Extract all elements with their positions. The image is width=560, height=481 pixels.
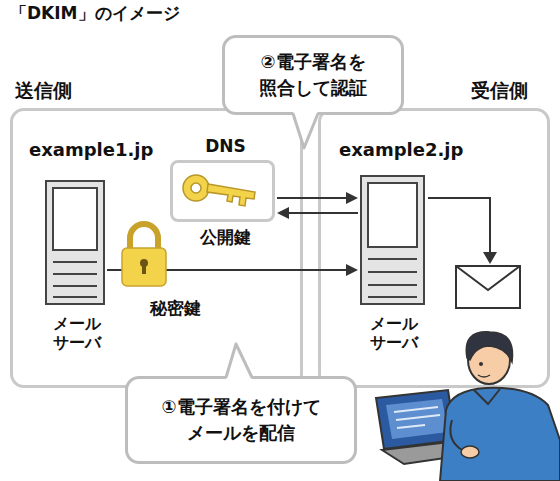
laptop-display bbox=[386, 399, 448, 439]
node-heading: 送信側 bbox=[15, 79, 72, 103]
delivery-line bbox=[428, 198, 490, 254]
user-body bbox=[440, 388, 560, 481]
diagram-title: 「DKIM」のイメージ bbox=[10, 2, 180, 25]
user-collar bbox=[474, 389, 500, 404]
user-hair bbox=[466, 332, 512, 362]
node-label: ②電子署名を 照合して認証 bbox=[231, 49, 396, 101]
pointer-outline bbox=[293, 114, 318, 149]
screen-line bbox=[394, 407, 438, 412]
node-heading: 受信側 bbox=[471, 79, 528, 103]
laptop-base bbox=[382, 441, 486, 464]
key-label: 秘密鍵 bbox=[150, 297, 201, 320]
user-eye bbox=[479, 362, 483, 366]
node-heading: DNS bbox=[173, 136, 278, 157]
envelope-body bbox=[456, 266, 520, 308]
callout-bubble: ②電子署名を 照合して認証 bbox=[222, 35, 404, 115]
lock-keyhole bbox=[140, 259, 148, 267]
node-label: ①電子署名を付けて メールを配信 bbox=[134, 394, 349, 446]
arrow-head bbox=[346, 264, 358, 276]
node-label: 公開鍵 bbox=[173, 227, 278, 248]
laptop-icon bbox=[376, 390, 486, 464]
private-key-lock bbox=[122, 224, 166, 286]
callout-pointer bbox=[226, 344, 252, 380]
mail-server: メール サーバ bbox=[360, 175, 425, 305]
node-label: example1.jp bbox=[29, 139, 153, 162]
sender-region: 送信側example1.jpDNS公開鍵メール サーバ bbox=[10, 108, 303, 388]
screen-line bbox=[396, 415, 440, 420]
lock-keyhole bbox=[142, 263, 146, 274]
lock-shackle bbox=[130, 224, 158, 250]
dns-box: DNS公開鍵 bbox=[170, 160, 275, 222]
laptop-screen bbox=[376, 390, 456, 449]
node-label: example2.jp bbox=[339, 139, 463, 162]
arrow-head bbox=[346, 192, 358, 204]
callout-pointer bbox=[293, 111, 318, 148]
user-hand bbox=[461, 446, 479, 458]
connector-line bbox=[287, 212, 358, 214]
node-label: メール サーバ bbox=[354, 314, 434, 352]
user-mouth bbox=[478, 375, 490, 377]
arrow-head bbox=[483, 252, 497, 264]
mail-server: メール サーバ bbox=[45, 180, 105, 305]
node-label: メール サーバ bbox=[37, 314, 117, 352]
pointer-outline bbox=[226, 344, 252, 378]
receiver-region: 受信側example2.jpメール サーバ bbox=[318, 108, 550, 388]
arrow-head bbox=[277, 207, 289, 219]
pointer-fill bbox=[293, 111, 318, 148]
user-head bbox=[468, 336, 510, 384]
callout-bubble: ①電子署名を付けて メールを配信 bbox=[125, 376, 357, 464]
screen-line bbox=[397, 425, 425, 428]
envelope-flap bbox=[456, 266, 520, 290]
user-arm bbox=[450, 420, 478, 452]
delivery-arrow bbox=[428, 198, 497, 264]
lock-body bbox=[122, 248, 166, 286]
envelope-icon bbox=[456, 266, 520, 308]
pointer-fill bbox=[226, 344, 252, 380]
connector-line bbox=[107, 269, 348, 271]
connector-line bbox=[277, 197, 348, 199]
user-figure bbox=[440, 332, 560, 481]
